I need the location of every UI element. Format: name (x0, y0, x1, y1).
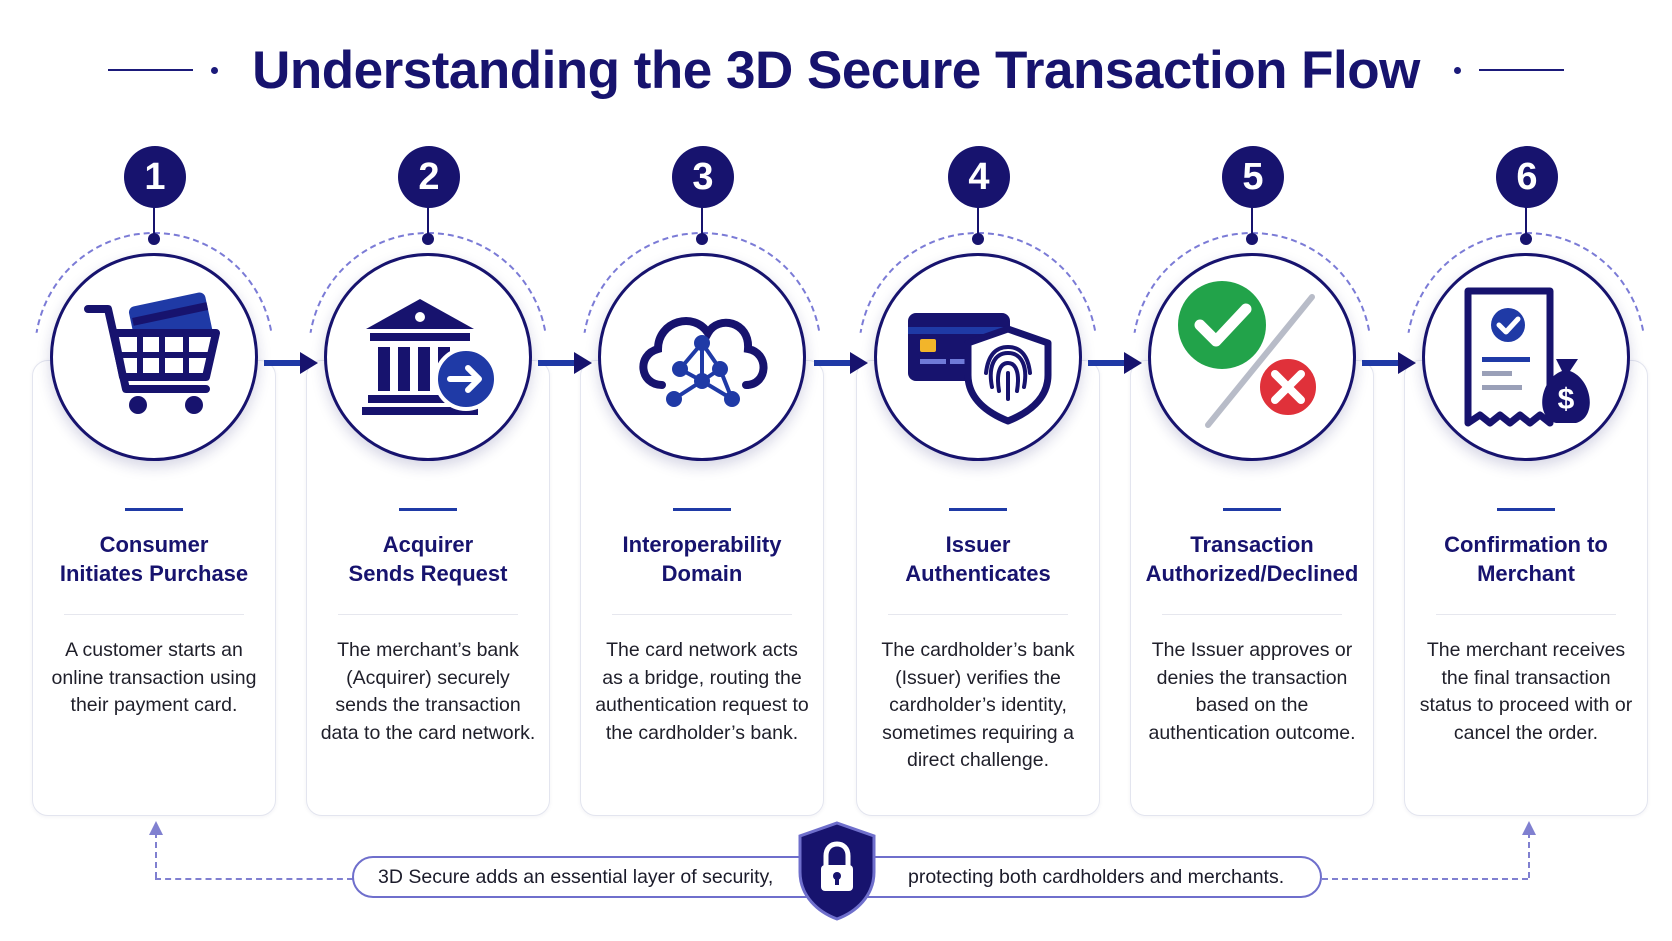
badge-connector (1251, 207, 1253, 240)
step-number-badge: 2 (398, 146, 460, 208)
left-dashed-line (155, 878, 353, 880)
step-description: The card network acts as a bridge, routi… (595, 639, 809, 744)
step-4: 4 Issuer Authenticates The cardholder’s … (856, 0, 1100, 830)
icon-circle (324, 253, 532, 461)
step-title-line-2: Domain (661, 561, 743, 586)
step-description: The merchant receives the final transact… (1419, 639, 1633, 744)
step-title-line-2: Initiates Purchase (59, 561, 249, 586)
step-title-line-2: Authenticates (905, 561, 1051, 586)
flow-arrow-icon (814, 352, 868, 374)
step-title-line-2: Sends Request (348, 561, 508, 586)
right-dashed-riser (1528, 832, 1530, 878)
accent-bar (949, 508, 1007, 511)
step-card (1404, 360, 1648, 816)
bank-arrow-icon (362, 299, 498, 415)
divider (1436, 614, 1616, 615)
connector-dot (972, 233, 984, 245)
step-description: The cardholder’s bank (Issuer) verifies … (881, 639, 1075, 771)
cloud-network-icon (639, 317, 768, 407)
check-cross-icon (1178, 281, 1320, 428)
flow-arrow-icon (1088, 352, 1142, 374)
step-title-line-1: Issuer (945, 532, 1011, 557)
step-description: The merchant’s bank (Acquirer) securely … (320, 639, 536, 744)
step-title: Consumer Initiates Purchase (38, 530, 270, 588)
step-title: Issuer Authenticates (862, 530, 1094, 588)
step-title: Transaction Authorized/Declined (1136, 530, 1368, 588)
title-left-dot (211, 66, 219, 74)
step-1: 1 Consumer Initiates Purchase A customer… (32, 0, 276, 830)
divider (338, 614, 518, 615)
divider (1162, 614, 1342, 615)
icon-circle: $ (1422, 253, 1630, 461)
step-title-line-1: Interoperability (622, 532, 782, 557)
connector-dot (148, 233, 160, 245)
step-title: Confirmation to Merchant (1410, 530, 1642, 588)
title-left-line (108, 69, 194, 71)
up-arrow-icon (149, 821, 163, 835)
divider (64, 614, 244, 615)
icon-circle (598, 253, 806, 461)
receipt-money-bag-icon: $ (1464, 287, 1590, 427)
accent-bar (399, 508, 457, 511)
step-number-badge: 5 (1222, 146, 1284, 208)
accent-bar (125, 508, 183, 511)
connector-dot (1246, 233, 1258, 245)
step-number-badge: 3 (672, 146, 734, 208)
step-description: A customer starts an online transaction … (51, 639, 257, 716)
title-right-line (1478, 69, 1564, 71)
icon-circle (1148, 253, 1356, 461)
up-arrow-icon (1522, 821, 1536, 835)
icon-circle (50, 253, 258, 461)
title-right-dot (1453, 66, 1461, 74)
badge-connector (977, 207, 979, 240)
title-row: Understanding the 3D Secure Transaction … (0, 30, 1672, 110)
step-title: Interoperability Domain (586, 530, 818, 588)
step-2: 2 Acquirer Sends Request The merchant’s … (306, 0, 550, 830)
step-title-line-2: Merchant (1477, 561, 1575, 586)
accent-bar (1497, 508, 1555, 511)
step-5: 5 Transaction Authorized/Declined The Is… (1130, 0, 1374, 830)
connector-dot (696, 233, 708, 245)
badge-connector (1525, 207, 1527, 240)
flow-arrow-icon (1362, 352, 1416, 374)
flow-arrow-icon (264, 352, 318, 374)
shield-lock-icon (798, 821, 876, 921)
badge-connector (427, 207, 429, 240)
step-number-badge: 1 (124, 146, 186, 208)
step-title-line-1: Consumer (99, 532, 209, 557)
step-6: 6 $ Confirmation to Merchant The merchan… (1404, 0, 1648, 830)
divider (612, 614, 792, 615)
step-description: The Issuer approves or denies the transa… (1148, 639, 1356, 744)
svg-text:$: $ (1558, 383, 1575, 416)
accent-bar (1223, 508, 1281, 511)
step-number-badge: 4 (948, 146, 1010, 208)
connector-dot (422, 233, 434, 245)
banner-left-text: 3D Secure adds an essential layer of sec… (378, 866, 774, 888)
step-title-line-1: Confirmation to (1444, 532, 1608, 557)
badge-connector (701, 207, 703, 240)
step-title-line-1: Acquirer (382, 532, 474, 557)
step-number-badge: 6 (1496, 146, 1558, 208)
accent-bar (673, 508, 731, 511)
step-title-line-1: Transaction (1190, 532, 1314, 557)
step-3: 3 Inter (580, 0, 824, 830)
step-title-line-2: Authorized/Declined (1145, 561, 1359, 586)
right-dashed-line (1322, 878, 1528, 880)
step-title: Acquirer Sends Request (312, 530, 544, 588)
connector-dot (1520, 233, 1532, 245)
divider (888, 614, 1068, 615)
banner-right-text: protecting both cardholders and merchant… (908, 866, 1285, 888)
badge-connector (153, 207, 155, 240)
page-title: Understanding the 3D Secure Transaction … (252, 40, 1420, 100)
icon-circle (874, 253, 1082, 461)
shopping-cart-icon (84, 292, 220, 414)
left-dashed-riser (155, 832, 157, 878)
card-fingerprint-shield-icon (908, 313, 1052, 425)
flow-arrow-icon (538, 352, 592, 374)
